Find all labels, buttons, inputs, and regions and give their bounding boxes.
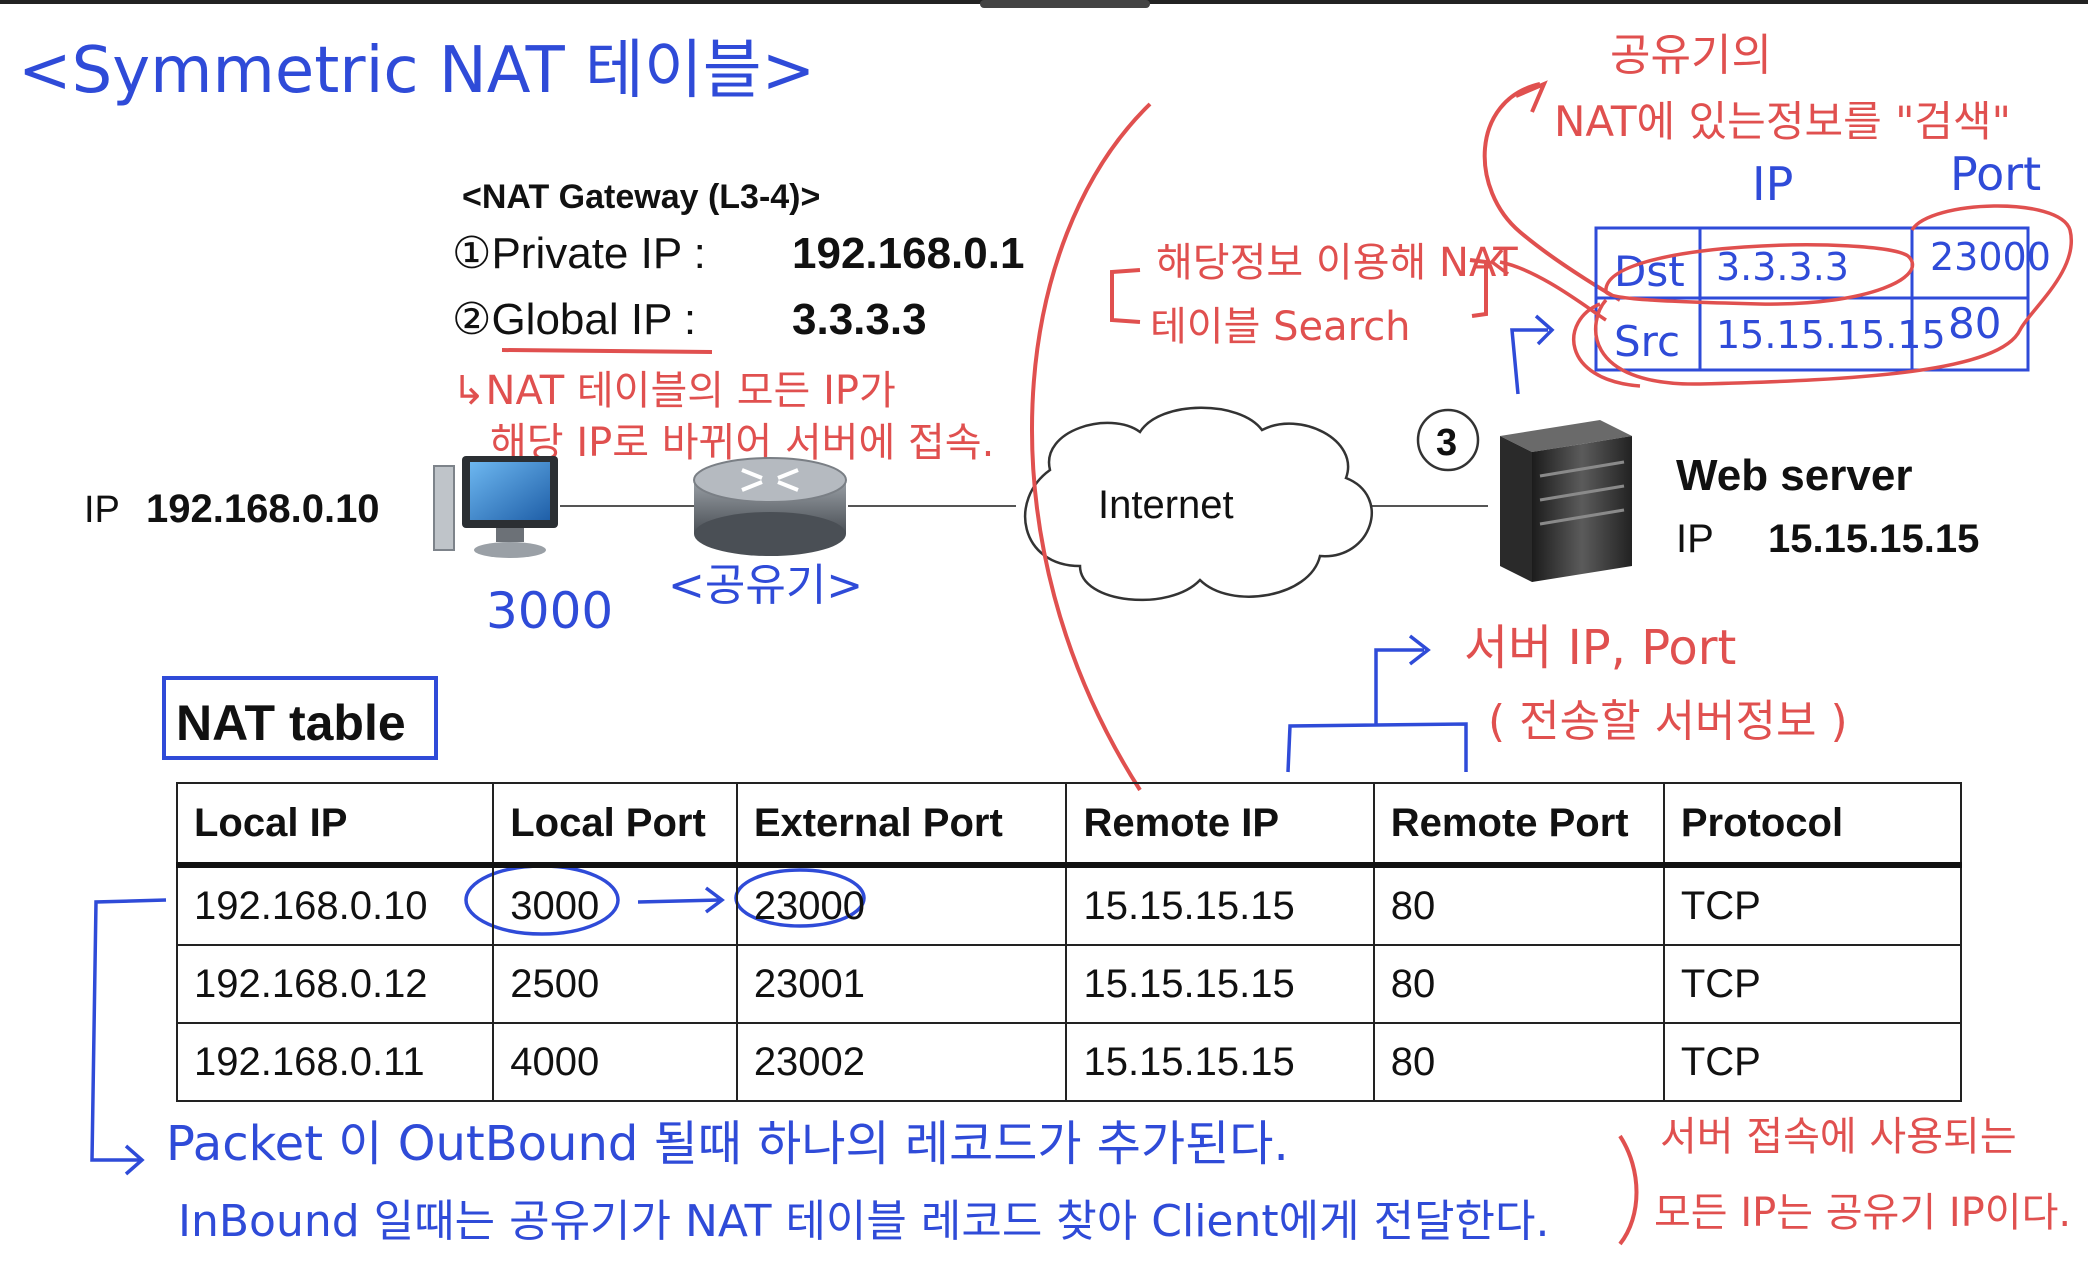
search-bracket-left	[1110, 268, 1141, 324]
header-external-port: External Port	[735, 782, 1068, 868]
mini-row-src-label: Src	[1614, 317, 1680, 366]
global-ip-label: ②Global IP :	[452, 295, 696, 344]
cell-remote-ip: 15.15.15.15	[1065, 1022, 1375, 1102]
header-remote-ip: Remote IP	[1065, 782, 1375, 868]
lookup-arrowhead	[1515, 80, 1548, 113]
internet-cloud	[1024, 406, 1373, 602]
table-row: 192.168.0.12 2500 23001 15.15.15.15 80 T…	[175, 944, 1963, 1024]
inbound-note: InBound 일때는 공유기가 NAT 테이블 레코드 찾아 Client에게…	[178, 1196, 1549, 1247]
mini-row-dst-ip: 3.3.3.3	[1716, 245, 1849, 289]
computer-icon	[433, 456, 558, 558]
nat-table-title: NAT table	[176, 695, 406, 751]
page-title: <Symmetric NAT 테이블>	[18, 34, 815, 108]
lookup-note-line2: NAT에 있는정보를 "검색"	[1554, 97, 2011, 146]
server-name: Web server	[1676, 451, 1912, 500]
search-note-line2: 테이블 Search	[1150, 304, 1411, 350]
blue-lookup-arrowhead	[1534, 314, 1555, 346]
server-info-line2: ( 전송할 서버정보 )	[1488, 696, 1848, 747]
cell-local-ip: 192.168.0.12	[175, 944, 495, 1024]
nat-table: Local IP Local Port External Port Remote…	[175, 782, 1963, 1102]
search-arrowhead	[1489, 248, 1510, 276]
cell-protocol: TCP	[1662, 864, 1963, 946]
server-ip-note-line2: 모든 IP는 공유기 IP이다.	[1654, 1190, 2071, 1236]
client-port-note: 3000	[486, 582, 613, 640]
cell-protocol: TCP	[1662, 1022, 1963, 1102]
header-local-port: Local Port	[492, 782, 738, 868]
nat-table-header-row: Local IP Local Port External Port Remote…	[175, 782, 1963, 868]
server-info-bracket	[1286, 648, 1468, 773]
table-row: 192.168.0.10 3000 23000 15.15.15.15 80 T…	[175, 864, 1963, 946]
cell-external-port: 23002	[735, 1022, 1068, 1102]
nat-table-title-box	[162, 676, 438, 760]
top-notch	[980, 0, 1150, 8]
cell-local-ip: 192.168.0.10	[175, 864, 495, 946]
cell-external-port: 23001	[735, 944, 1068, 1024]
left-bracket-arrow	[90, 898, 167, 1162]
cell-external-port: 23000	[735, 864, 1068, 946]
header-protocol: Protocol	[1662, 782, 1963, 868]
cell-remote-ip: 15.15.15.15	[1065, 864, 1375, 946]
lookup-note-line1: 공유기의	[1610, 30, 1772, 81]
router-label: <공유기>	[668, 560, 863, 611]
cell-remote-ip: 15.15.15.15	[1065, 944, 1375, 1024]
server-ip-note-bracket	[1618, 1134, 1639, 1246]
mini-src-circle	[1572, 302, 1641, 388]
cell-remote-port: 80	[1372, 1022, 1665, 1102]
private-ip-value: 192.168.0.1	[792, 229, 1024, 278]
table-row: 192.168.0.11 4000 23002 15.15.15.15 80 T…	[175, 1022, 1963, 1102]
left-bracket-arrowhead	[124, 1144, 145, 1176]
outbound-note: Packet 이 OutBound 될때 하나의 레코드가 추가된다.	[166, 1116, 1289, 1172]
cell-local-port: 3000	[492, 864, 738, 946]
header-local-ip: Local IP	[175, 782, 495, 868]
boundary-arc	[1030, 102, 1152, 792]
mini-row-src-port: 80	[1948, 299, 2001, 348]
search-note-line1: 해당정보 이용해 NAT	[1156, 240, 1518, 286]
cell-remote-port: 80	[1372, 944, 1665, 1024]
gateway-note-line2: 해당 IP로 바뀌어 서버에 접속.	[490, 420, 994, 466]
step-badge-number: 3	[1436, 422, 1457, 464]
cell-local-port: 2500	[492, 944, 738, 1024]
mini-col-ip: IP	[1752, 157, 1793, 211]
cell-remote-port: 80	[1372, 864, 1665, 946]
mini-row-src-ip: 15.15.15.15	[1716, 313, 1946, 357]
server-info-line1: 서버 IP, Port	[1464, 620, 1736, 676]
cell-local-port: 4000	[492, 1022, 738, 1102]
private-ip-label: ①Private IP :	[452, 229, 706, 278]
global-ip-underline	[501, 348, 713, 354]
client-ip-value: 192.168.0.10	[146, 487, 380, 531]
step-badge	[1416, 408, 1480, 472]
mini-col-port: Port	[1950, 147, 2041, 201]
cell-local-ip: 192.168.0.11	[175, 1022, 495, 1102]
gateway-heading: <NAT Gateway (L3-4)>	[462, 178, 820, 216]
global-ip-value: 3.3.3.3	[792, 295, 927, 344]
mini-dst-circle	[1604, 243, 1915, 306]
blue-lookup-arrow	[1510, 328, 1548, 395]
search-bracket-right	[1469, 258, 1488, 318]
server-icon	[1500, 420, 1632, 582]
mini-row-dst-port: 23000	[1930, 235, 2051, 279]
server-ip-label: IP	[1676, 517, 1714, 561]
search-arrow	[1499, 260, 1607, 322]
gateway-note-line1: ↳NAT 테이블의 모든 IP가	[452, 368, 896, 414]
header-remote-port: Remote Port	[1372, 782, 1665, 868]
router-icon	[693, 457, 847, 556]
client-ip-label: IP	[84, 489, 120, 531]
cloud-label: Internet	[1098, 483, 1234, 527]
mini-port-circle	[1593, 204, 2074, 386]
server-info-arrowhead	[1408, 634, 1431, 666]
lookup-arrow	[1482, 82, 1621, 302]
server-ip-note-line1: 서버 접속에 사용되는	[1660, 1114, 2017, 1160]
cell-protocol: TCP	[1662, 944, 1963, 1024]
server-ip-value: 15.15.15.15	[1768, 517, 1979, 561]
